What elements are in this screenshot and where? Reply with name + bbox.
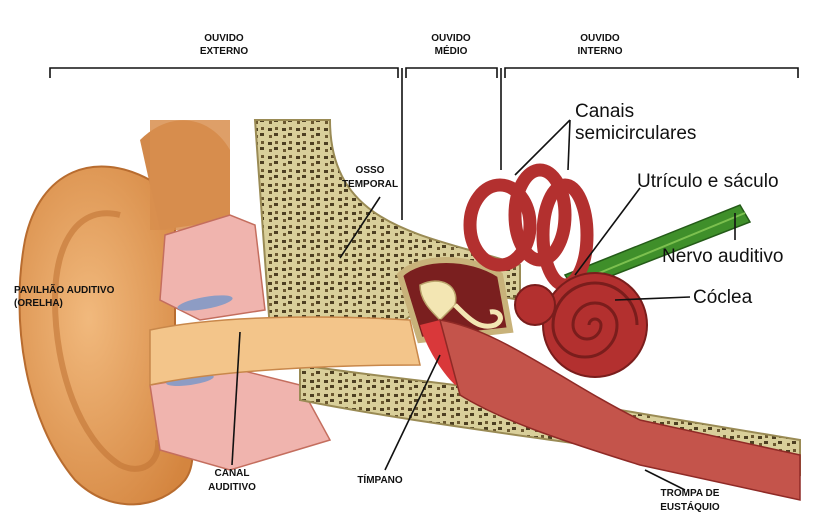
label-trompa-1: TROMPA DE (661, 488, 720, 499)
label-pavilhao-1: PAVILHÃO AUDITIVO (14, 283, 115, 296)
semicircular-canals (470, 170, 587, 285)
label-utriculo: Utrículo e sáculo (637, 171, 779, 192)
label-ouvido-interno-2: INTERNO (578, 46, 623, 57)
label-ouvido-externo-2: EXTERNO (200, 46, 249, 57)
label-ouvido-externo-1: OUVIDO (204, 33, 244, 44)
label-trompa-2: EUSTÁQUIO (660, 500, 720, 513)
label-canal-2: AUDITIVO (208, 482, 256, 493)
label-osso-2: TEMPORAL (342, 179, 398, 190)
label-canal-1: CANAL (215, 468, 250, 479)
label-ouvido-medio-1: OUVIDO (431, 33, 471, 44)
label-ouvido-interno-1: OUVIDO (580, 33, 620, 44)
label-nervo-auditivo: Nervo auditivo (662, 246, 783, 267)
label-canais-1: Canais (575, 101, 634, 122)
label-ouvido-medio-2: MÉDIO (435, 44, 468, 57)
label-coclea: Cóclea (693, 287, 753, 308)
label-pavilhao-2: (ORELHA) (14, 298, 63, 309)
label-canais-2: semicirculares (575, 123, 696, 144)
label-osso-1: OSSO (356, 165, 385, 176)
label-timpano: TÍMPANO (357, 473, 403, 486)
